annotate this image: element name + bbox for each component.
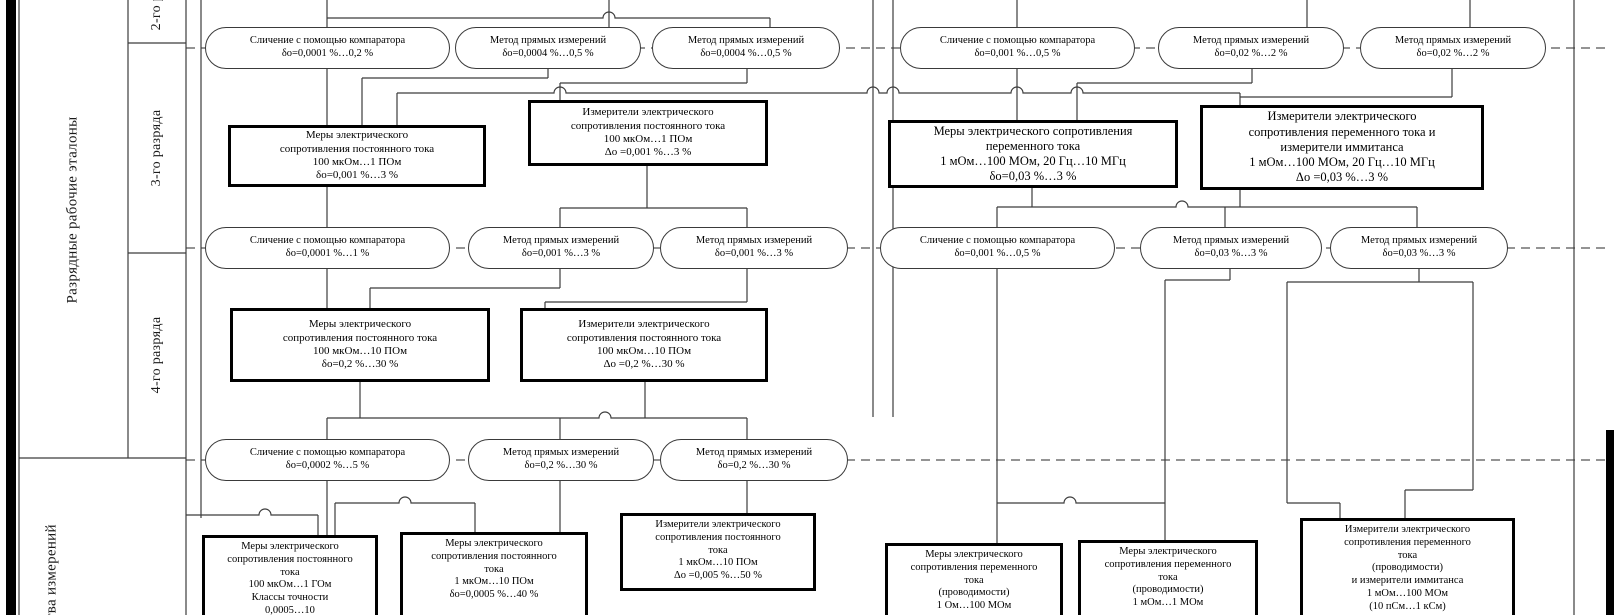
box-dc-measures-si: Меры электрического сопротивления постоя…: [400, 532, 588, 615]
oval-comparator-dc-r2: Сличение с помощью компаратора δо=0,0001…: [205, 227, 450, 269]
oval-direct-dc-r2a: Метод прямых измерений δо=0,001 %…3 %: [468, 227, 654, 269]
oval-direct-ac-r1b: Метод прямых измерений δо=0,02 %…2 %: [1360, 27, 1546, 69]
box-dc-measures-rank3: Меры электрического сопротивления постоя…: [228, 125, 486, 187]
oval-direct-ac-r1a: Метод прямых измерений δо=0,02 %…2 %: [1158, 27, 1344, 69]
box-ac-meters-immittance-si: Измерители электрического сопротивления …: [1300, 518, 1515, 615]
box-dc-meters-si: Измерители электрического сопротивления …: [620, 513, 816, 591]
oval-comparator-dc-r3: Сличение с помощью компаратора δо=0,0002…: [205, 439, 450, 481]
measuring-instruments-label: Средства измерений: [43, 524, 60, 615]
box-dc-measures-rank4: Меры электрического сопротивления постоя…: [230, 308, 490, 382]
oval-direct-dc-r1b: Метод прямых измерений δо=0,0004 %…0,5 %: [652, 27, 840, 69]
oval-direct-dc-r3a: Метод прямых измерений δо=0,2 %…30 %: [468, 439, 654, 481]
box-ac-meters-rank3: Измерители электрического сопротивления …: [1200, 105, 1484, 190]
oval-direct-dc-r3b: Метод прямых измерений δо=0,2 %…30 %: [660, 439, 848, 481]
left-edge-bar: [6, 0, 16, 615]
oval-direct-dc-r2b: Метод прямых измерений δо=0,001 %…3 %: [660, 227, 848, 269]
oval-comparator-ac-r2: Сличение с помощью компаратора δо=0,001 …: [880, 227, 1115, 269]
rank3-label: 3-го разряда: [149, 109, 164, 187]
oval-comparator-dc-r1: Сличение с помощью компаратора δо=0,0001…: [205, 27, 450, 69]
rank2-label: 2-го разряда: [149, 0, 165, 30]
box-dc-meters-rank3: Измерители электрического сопротивления …: [528, 100, 768, 166]
rank4-label: 4-го разряда: [149, 316, 164, 394]
box-ac-measures-si-a: Меры электрического сопротивления переме…: [885, 543, 1063, 615]
working-standards-label: Разрядные рабочие эталоны: [64, 116, 81, 304]
box-ac-measures-si-b: Меры электрического сопротивления переме…: [1078, 540, 1258, 615]
box-ac-measures-rank3: Меры электрического сопротивления переме…: [888, 120, 1178, 188]
oval-comparator-ac-r1: Сличение с помощью компаратора δо=0,001 …: [900, 27, 1135, 69]
oval-direct-ac-r2a: Метод прямых измерений δо=0,03 %…3 %: [1140, 227, 1322, 269]
box-dc-resistance-measures-si: Меры электрического сопротивления постоя…: [202, 535, 378, 615]
oval-direct-dc-r1a: Метод прямых измерений δо=0,0004 %…0,5 %: [455, 27, 641, 69]
right-edge-bar: [1606, 430, 1614, 615]
box-dc-meters-rank4: Измерители электрического сопротивления …: [520, 308, 768, 382]
oval-direct-ac-r2b: Метод прямых измерений δо=0,03 %…3 %: [1330, 227, 1508, 269]
